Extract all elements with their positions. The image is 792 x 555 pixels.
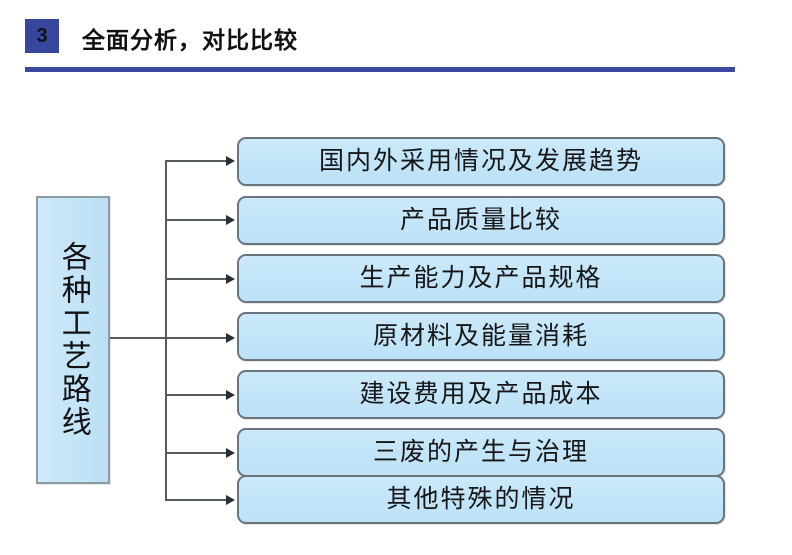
arrow-head-icon-3: [226, 274, 235, 284]
branch-node-label-7: 其他特殊的情况: [386, 486, 576, 513]
process-comparison-diagram: 各种工艺路线 国内外采用情况及发展趋势 产品质量比较 生产能力及产品规格 原材料…: [0, 80, 792, 555]
branch-node-7[interactable]: 其他特殊的情况: [237, 475, 725, 524]
arrow-head-icon-4: [226, 333, 235, 343]
connector-branch-1: [165, 160, 228, 162]
connector-branch-5: [165, 394, 228, 396]
connector-branch-7: [165, 499, 228, 501]
branch-node-label-2: 产品质量比较: [399, 207, 562, 234]
branch-node-4[interactable]: 原材料及能量消耗: [237, 312, 725, 361]
branch-node-1[interactable]: 国内外采用情况及发展趋势: [237, 137, 725, 186]
page-title: 全面分析，对比比较: [82, 27, 298, 53]
connector-root-stem: [110, 337, 167, 339]
arrow-head-icon-7: [226, 495, 235, 505]
branch-node-3[interactable]: 生产能力及产品规格: [237, 254, 725, 303]
branch-node-5[interactable]: 建设费用及产品成本: [237, 370, 725, 419]
connector-branch-6: [165, 452, 228, 454]
root-node-process-routes[interactable]: 各种工艺路线: [36, 196, 110, 484]
arrow-head-icon-5: [226, 390, 235, 400]
branch-node-6[interactable]: 三废的产生与治理: [237, 428, 725, 477]
connector-branch-2: [165, 219, 228, 221]
connector-branch-3: [165, 278, 228, 280]
root-node-label: 各种工艺路线: [56, 241, 90, 439]
branch-node-label-1: 国内外采用情况及发展趋势: [318, 148, 643, 175]
branch-node-label-3: 生产能力及产品规格: [359, 265, 603, 292]
branch-node-label-4: 原材料及能量消耗: [372, 323, 589, 350]
arrow-head-icon-2: [226, 215, 235, 225]
branch-node-2[interactable]: 产品质量比较: [237, 196, 725, 245]
branch-node-label-5: 建设费用及产品成本: [359, 381, 603, 408]
slide-header: 3 全面分析，对比比较: [0, 0, 792, 80]
branch-node-label-6: 三废的产生与治理: [372, 439, 589, 466]
connector-trunk: [165, 161, 167, 500]
section-number-badge: 3: [25, 19, 59, 53]
arrow-head-icon-6: [226, 448, 235, 458]
arrow-head-icon-1: [226, 156, 235, 166]
connector-branch-4: [165, 337, 228, 339]
header-divider: [25, 67, 735, 72]
